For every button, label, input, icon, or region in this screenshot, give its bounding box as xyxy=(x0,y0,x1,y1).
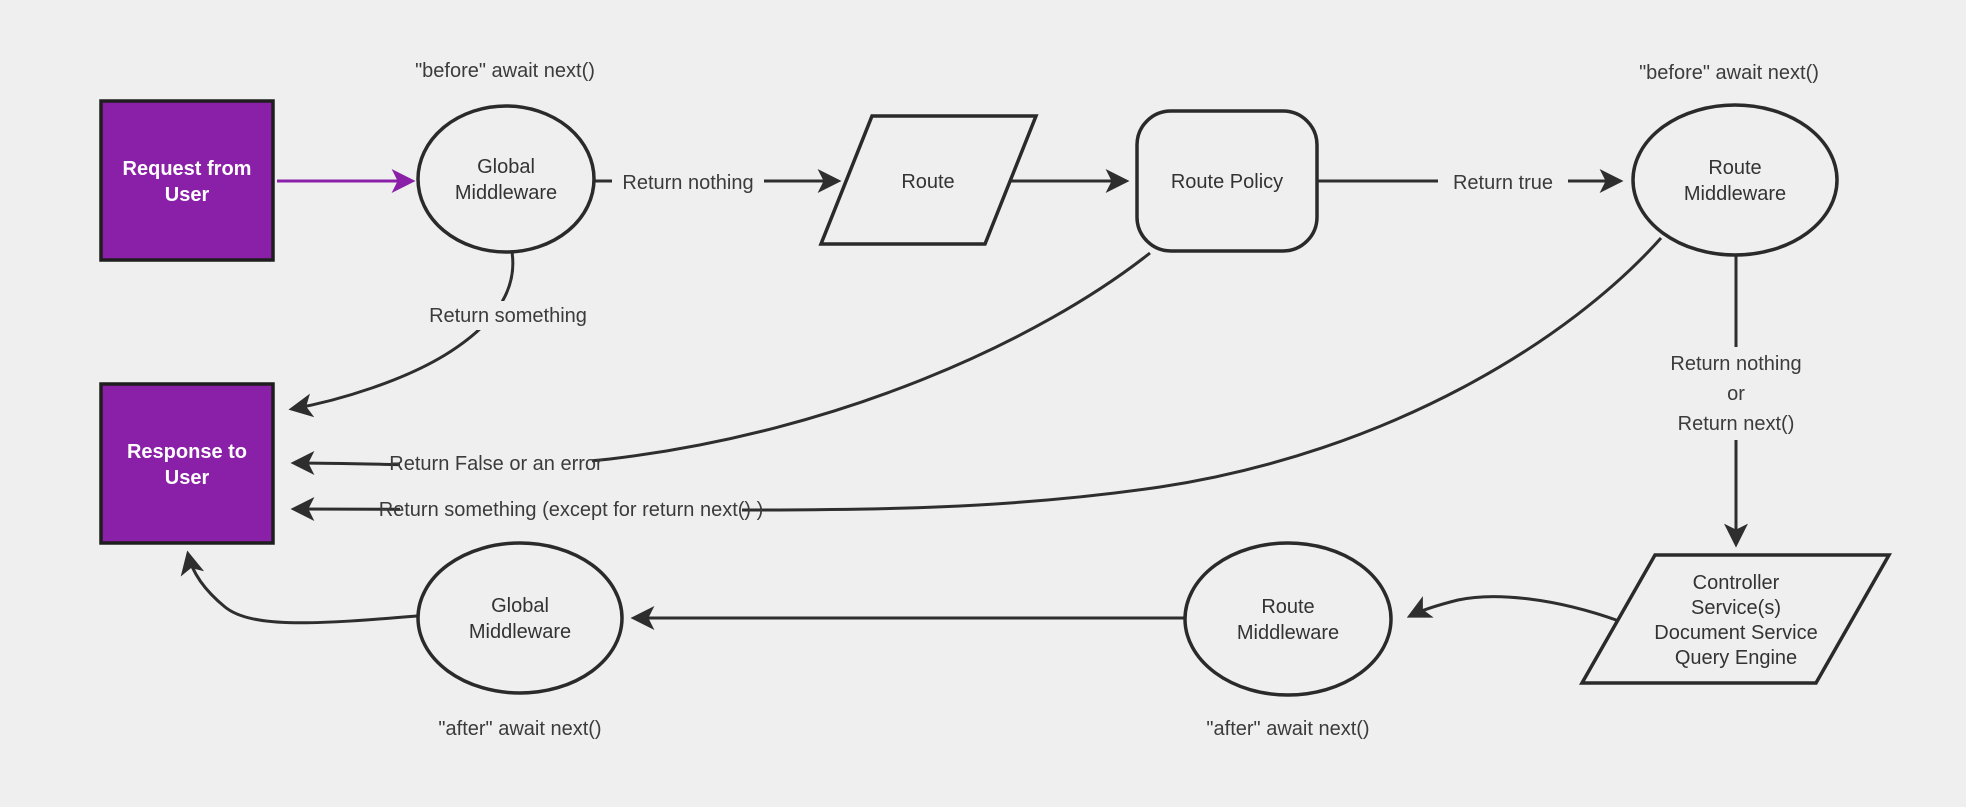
global-middleware-top-line2: Middleware xyxy=(455,182,557,204)
edge-global-middleware-to-response xyxy=(180,550,418,625)
response-box-line2: User xyxy=(165,467,210,489)
edge-route-middleware-return-something-except xyxy=(290,237,1663,522)
label-bg xyxy=(400,495,742,524)
route-policy-label: Route Policy xyxy=(1171,171,1283,193)
response-box-shape xyxy=(99,382,275,545)
response-box-line1: Response to xyxy=(127,441,247,463)
route-middleware-top-line2: Middleware xyxy=(1684,183,1786,205)
request-box-line1: Request from xyxy=(123,158,252,180)
edge-label-return-false-or-error: Return False or an error xyxy=(389,449,603,478)
global-middleware-bottom-line2: Middleware xyxy=(469,621,571,643)
request-box-shape xyxy=(99,99,275,262)
annotation-after-await-right: "after" await next() xyxy=(1206,718,1369,740)
edge-label-text: Return False or an error xyxy=(389,453,603,475)
edge-label-text: Return true xyxy=(1453,172,1553,194)
node-global-middleware-bottom: Global Middleware xyxy=(416,541,624,695)
route-middleware-top-shape xyxy=(1631,103,1839,257)
edge-label-text: Return something xyxy=(429,305,587,327)
node-route-policy: Route Policy xyxy=(1135,109,1319,253)
route-shape xyxy=(818,114,1039,246)
node-route-middleware-bottom: Route Middleware xyxy=(1183,541,1393,697)
edge-label-text-line1: Return nothing xyxy=(1670,353,1801,375)
edge-label-return-something-except: Return something (except for return next… xyxy=(379,495,764,524)
controller-line2: Service(s) xyxy=(1691,597,1781,619)
controller-line4: Query Engine xyxy=(1675,647,1797,669)
edge-label-text-line2: or xyxy=(1727,383,1745,405)
edge-controller-to-route-middleware-bottom xyxy=(1406,595,1620,623)
edge-label-return-nothing-or-next: Return nothing or Return next() xyxy=(1650,347,1822,440)
global-middleware-bottom-shape xyxy=(416,541,624,695)
request-box-line2: User xyxy=(165,184,210,206)
node-controller-services: Controller Service(s) Document Service Q… xyxy=(1578,553,1893,685)
edge-label-return-true: Return true xyxy=(1438,167,1568,197)
route-middleware-bottom-line2: Middleware xyxy=(1237,622,1339,644)
controller-line1: Controller xyxy=(1693,572,1780,594)
edge-label-text-line3: Return next() xyxy=(1678,413,1795,435)
controller-line3: Document Service xyxy=(1654,622,1817,644)
route-middleware-top-line1: Route xyxy=(1708,157,1761,179)
global-middleware-top-line1: Global xyxy=(477,156,535,178)
edge-route-policy-return-false xyxy=(290,251,1151,476)
controller-shape xyxy=(1578,553,1893,685)
label-bg xyxy=(410,301,606,330)
label-bg xyxy=(1438,167,1568,197)
edge-global-middleware-return-something xyxy=(288,251,515,418)
edge-label-text: Return nothing xyxy=(622,172,753,194)
route-middleware-bottom-line1: Route xyxy=(1261,596,1314,618)
global-middleware-bottom-line1: Global xyxy=(491,595,549,617)
edge-label-return-nothing: Return nothing xyxy=(612,167,764,197)
node-response-to-user: Response to User xyxy=(99,382,275,545)
edge-label-text: Return something (except for return next… xyxy=(379,499,764,521)
node-route: Route xyxy=(818,114,1039,246)
edge-label-return-something: Return something xyxy=(410,301,606,330)
node-global-middleware-top: Global Middleware xyxy=(416,104,596,254)
node-request-from-user: Request from User xyxy=(99,99,275,262)
global-middleware-top-shape xyxy=(416,104,596,254)
label-bg xyxy=(1650,347,1822,440)
route-policy-shape xyxy=(1135,109,1319,253)
annotation-after-await-left: "after" await next() xyxy=(438,718,601,740)
route-label: Route xyxy=(901,171,954,193)
annotation-before-await-left: "before" await next() xyxy=(415,60,595,82)
route-middleware-bottom-shape xyxy=(1183,541,1393,697)
annotation-before-await-right: "before" await next() xyxy=(1639,62,1819,84)
node-route-middleware-top: Route Middleware xyxy=(1631,103,1839,257)
label-bg xyxy=(612,167,764,197)
label-bg xyxy=(400,449,592,478)
